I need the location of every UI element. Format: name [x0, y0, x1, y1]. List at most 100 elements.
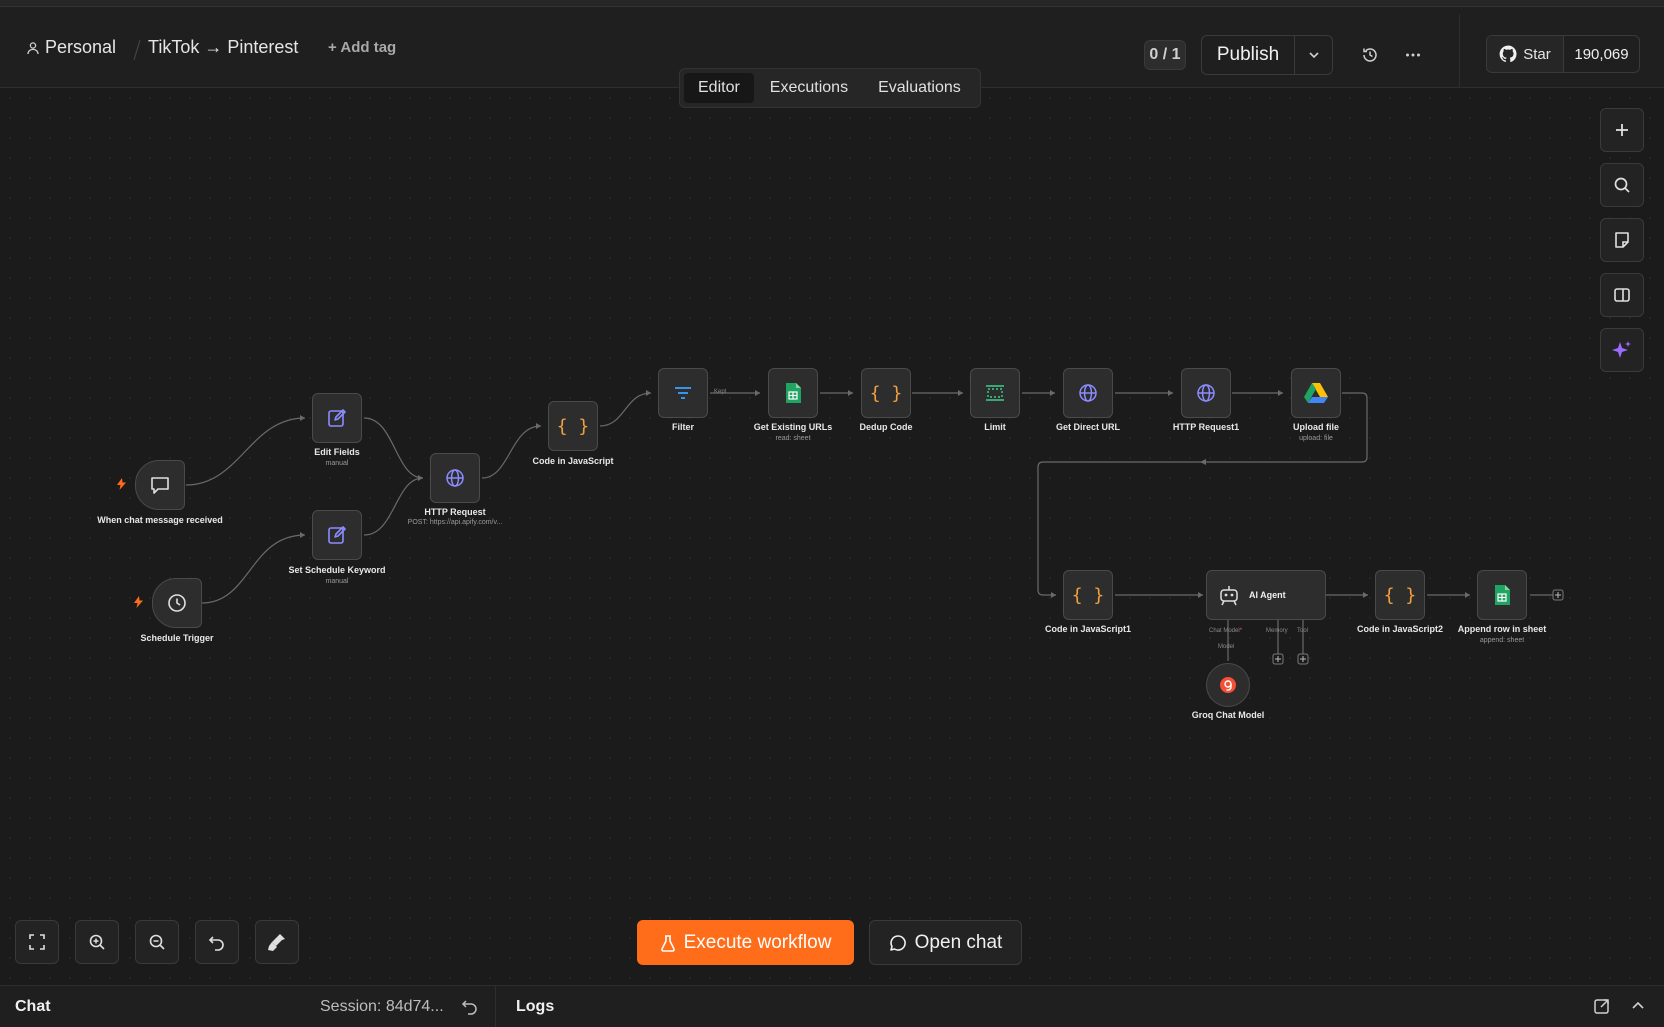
chat-bubble-icon: [889, 934, 906, 951]
header-divider: [1459, 14, 1460, 94]
tool-port-label: Tool: [1297, 628, 1309, 634]
node-schedule-trigger[interactable]: [152, 578, 202, 628]
execute-workflow-button[interactable]: Execute workflow: [637, 920, 854, 965]
tidy-up-button[interactable]: [255, 920, 299, 964]
chevron-up-icon: [1632, 1001, 1644, 1009]
execute-workflow-label: Execute workflow: [683, 931, 832, 953]
node-label: Filter: [671, 422, 694, 432]
fit-view-button[interactable]: [15, 920, 59, 964]
node-subtitle: upload: file: [1299, 435, 1333, 442]
star-count: 190,069: [1574, 45, 1629, 63]
chat-model-port-label: Chat Model*: [1209, 628, 1243, 634]
undo-icon: [461, 1000, 477, 1015]
undo-button[interactable]: [195, 920, 239, 964]
breadcrumb-separator-icon: [133, 39, 141, 61]
github-star-button[interactable]: Star 190,069: [1486, 35, 1640, 73]
clock-icon: [168, 594, 186, 612]
node-get-existing-urls[interactable]: [768, 368, 818, 418]
trigger-bolt-icon: [134, 596, 143, 608]
search-icon: [1614, 177, 1630, 193]
reset-session-button[interactable]: [461, 997, 479, 1015]
robot-icon: [1220, 586, 1238, 606]
bottom-bar-divider: [495, 986, 496, 1027]
node-label: Limit: [984, 422, 1006, 432]
node-code-in-javascript[interactable]: { }: [548, 401, 598, 451]
limit-icon: [986, 385, 1004, 401]
add-node-button[interactable]: [1600, 108, 1644, 152]
memory-port-label: Memory: [1266, 628, 1288, 634]
more-options-button[interactable]: [1399, 41, 1427, 69]
publish-dropdown-button[interactable]: [1295, 36, 1332, 74]
history-button[interactable]: [1356, 41, 1384, 69]
node-code-in-javascript2[interactable]: { }: [1375, 570, 1425, 620]
logs-panel-title[interactable]: Logs: [516, 998, 555, 1015]
sidebar-panel-icon: [1614, 288, 1630, 302]
node-filter[interactable]: [658, 368, 708, 418]
globe-icon: [1197, 384, 1215, 402]
expand-panel-button[interactable]: [1629, 997, 1647, 1015]
sticky-note-icon: [1615, 232, 1629, 248]
node-set-schedule-keyword[interactable]: [312, 510, 362, 560]
node-chat-trigger[interactable]: [135, 460, 185, 510]
node-label: Code in JavaScript: [532, 456, 614, 466]
zoom-in-button[interactable]: [75, 920, 119, 964]
node-label: Edit Fields: [314, 447, 360, 457]
node-code-in-javascript1[interactable]: { }: [1063, 570, 1113, 620]
pop-out-logs-button[interactable]: [1593, 997, 1611, 1015]
node-ai-agent[interactable]: AI Agent: [1206, 570, 1326, 620]
node-upload-file[interactable]: [1291, 368, 1341, 418]
ai-assistant-button[interactable]: [1600, 328, 1644, 372]
star-label: Star: [1523, 45, 1551, 63]
node-groq-chat-model[interactable]: [1206, 663, 1250, 707]
project-name: Personal: [45, 37, 117, 57]
globe-icon: [446, 469, 464, 487]
add-tag-link[interactable]: + Add tag: [328, 39, 397, 56]
chevron-down-icon: [1308, 52, 1319, 59]
node-edit-fields[interactable]: [312, 393, 362, 443]
edge-chat-to-edit: [185, 417, 306, 486]
tab-executions[interactable]: Executions: [769, 79, 849, 96]
bottom-panel-bar: Chat Session: 84d74... Logs: [0, 985, 1664, 1027]
node-label: Code in JavaScript1: [1044, 624, 1132, 634]
node-append-row-in-sheet[interactable]: [1477, 570, 1527, 620]
code-braces-icon: { }: [556, 415, 590, 437]
connections-layer: [185, 390, 1564, 665]
code-braces-icon: { }: [1383, 584, 1417, 606]
node-subtitle: append: sheet: [1479, 637, 1525, 644]
broom-icon: [268, 934, 285, 951]
filter-icon: [675, 387, 691, 399]
edit-icon: [328, 526, 346, 544]
tab-editor[interactable]: Editor: [684, 73, 754, 103]
node-label: Get Existing URLs: [753, 422, 833, 432]
sticky-note-button[interactable]: [1600, 218, 1644, 262]
chat-panel-title[interactable]: Chat: [15, 998, 51, 1015]
publish-button-group: Publish: [1201, 35, 1333, 75]
tab-evaluations[interactable]: Evaluations: [878, 79, 961, 96]
active-version-counter: 0 / 1: [1144, 40, 1186, 70]
toggle-panel-button[interactable]: [1600, 273, 1644, 317]
node-label: Get Direct URL: [1055, 422, 1120, 432]
edge-set-to-http: [363, 477, 424, 536]
node-label: Set Schedule Keyword: [288, 565, 386, 575]
node-get-direct-url[interactable]: [1063, 368, 1113, 418]
workflow-canvas[interactable]: When chat message received Schedule Trig…: [0, 88, 1664, 985]
chat-bubble-icon: [151, 477, 169, 494]
open-chat-label: Open chat: [914, 931, 1003, 953]
plus-icon: [1616, 124, 1628, 136]
node-http-request1[interactable]: [1181, 368, 1231, 418]
edge-schedule-to-set: [201, 534, 306, 604]
node-label: Code in JavaScript2: [1356, 624, 1444, 634]
publish-button[interactable]: Publish: [1202, 36, 1295, 74]
search-nodes-button[interactable]: [1600, 163, 1644, 207]
node-http-request[interactable]: [430, 453, 480, 503]
zoom-out-button[interactable]: [135, 920, 179, 964]
node-dedup-code[interactable]: { }: [861, 368, 911, 418]
node-limit[interactable]: [970, 368, 1020, 418]
node-label: Groq Chat Model: [1191, 710, 1265, 720]
workflow-name[interactable]: TikTok → Pinterest: [148, 37, 299, 57]
google-drive-icon: [1304, 383, 1328, 403]
project-breadcrumb[interactable]: Personal: [26, 37, 116, 58]
node-label: When chat message received: [97, 515, 223, 525]
node-label: Schedule Trigger: [140, 633, 214, 643]
open-chat-button[interactable]: Open chat: [869, 920, 1022, 965]
